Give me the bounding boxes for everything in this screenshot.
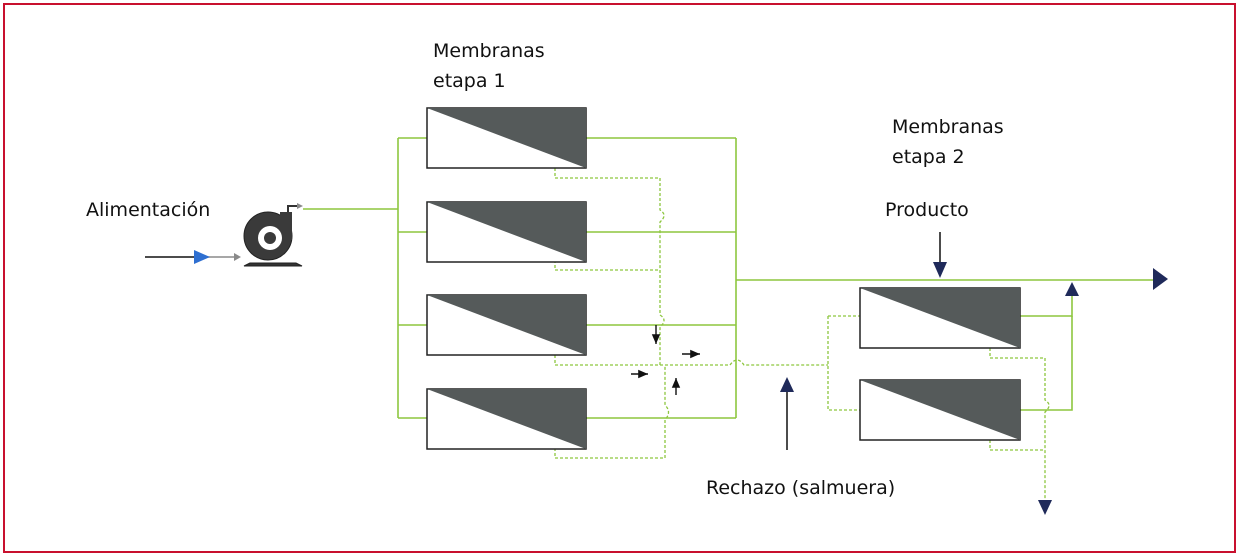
product-arrow-icon: [933, 262, 947, 278]
stage2-label-line2: etapa 2: [892, 146, 965, 168]
reject-arrow-icon: [780, 377, 794, 392]
diagram-frame: [3, 3, 1236, 553]
reject-indicator: [780, 377, 794, 450]
stage1-label-line2: etapa 1: [433, 70, 506, 92]
membrane-module: [426, 294, 587, 356]
stage2-permeate-piping: [1020, 296, 1073, 411]
feed-arrow-icon: [194, 250, 210, 264]
reject-label: Rechazo (salmuera): [706, 477, 896, 499]
stage2-membranes: [859, 287, 1021, 441]
product-outlet-arrow-icon: [1153, 268, 1168, 290]
stage1-membranes: [426, 107, 587, 450]
product-indicator: [933, 232, 947, 278]
feed-label: Alimentación: [86, 199, 211, 221]
stage1-reject-piping: [554, 168, 860, 459]
membrane-module: [426, 388, 587, 450]
pump-icon: [243, 203, 303, 267]
membrane-module: [859, 287, 1021, 349]
brine-outlet-arrow-icon: [1038, 500, 1052, 515]
stage2-permeate-arrow-icon: [1065, 282, 1079, 296]
membrane-module: [426, 107, 587, 169]
junction-flow-arrows: [631, 325, 700, 395]
membrane-module: [426, 201, 587, 263]
membrane-module: [859, 379, 1021, 441]
product-label: Producto: [885, 199, 969, 221]
stage1-piping: [303, 137, 1155, 419]
stage1-label-line1: Membranas: [433, 40, 545, 62]
stage2-label-line1: Membranas: [892, 116, 1004, 138]
pump-inlet-arrow-icon: [234, 253, 241, 261]
stage2-reject-piping: [989, 348, 1050, 500]
